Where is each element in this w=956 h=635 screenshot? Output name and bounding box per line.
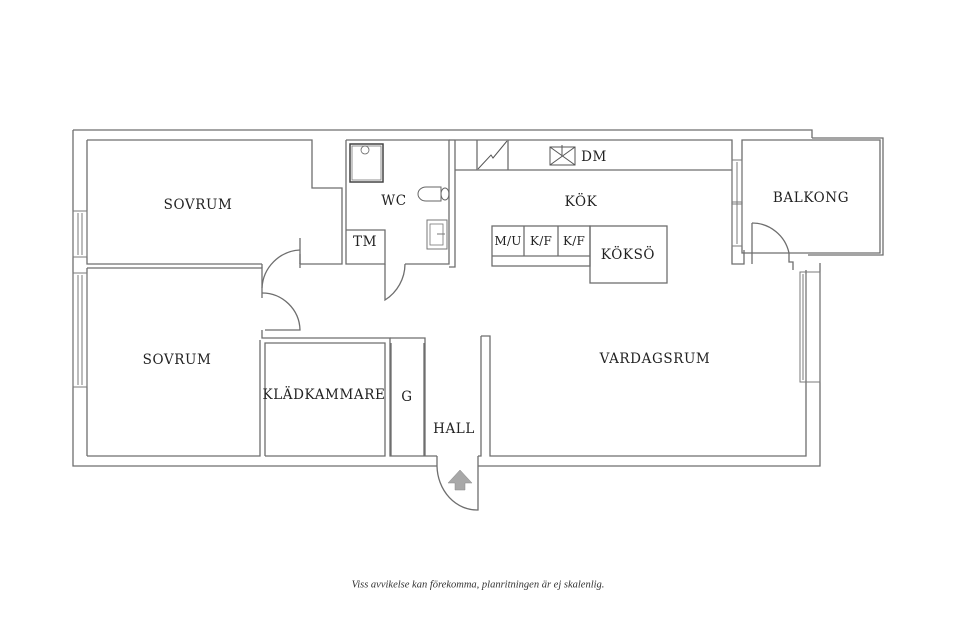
room-label-g: G bbox=[401, 389, 413, 405]
room-label-kokso: KÖKSÖ bbox=[600, 247, 656, 263]
room-label-tm: TM bbox=[352, 234, 378, 250]
kitchen-walls bbox=[449, 139, 745, 268]
electrical-panel-icon bbox=[549, 145, 576, 166]
entrance-door bbox=[436, 456, 479, 511]
shower-icon bbox=[349, 143, 384, 183]
room-label-hall: HALL bbox=[433, 421, 475, 437]
room-label-balkong: BALKONG bbox=[772, 190, 850, 206]
room-label-sovrum-top: SOVRUM bbox=[163, 197, 233, 213]
toilet-icon bbox=[417, 186, 450, 202]
room-label-dm: DM bbox=[581, 149, 607, 165]
disclaimer-text: Viss avvikelse kan förekomma, planritnin… bbox=[351, 579, 605, 591]
label-kf-2: K/F bbox=[563, 234, 585, 248]
label-kf-1: K/F bbox=[530, 234, 552, 248]
room-label-wc: WC bbox=[381, 193, 407, 209]
room-label-sovrum-bottom: SOVRUM bbox=[142, 352, 212, 368]
outer-walls bbox=[72, 129, 821, 467]
room-label-vardagsrum: VARDAGSRUM bbox=[599, 351, 711, 367]
room-label-kladkammare: KLÄDKAMMARE bbox=[262, 387, 386, 403]
kitchen-appliances bbox=[491, 225, 668, 284]
sovrum-bottom-door bbox=[261, 292, 301, 331]
label-mu: M/U bbox=[494, 234, 522, 248]
right-window bbox=[799, 271, 821, 383]
fan-icon bbox=[477, 140, 508, 170]
entrance-arrow-icon bbox=[447, 469, 473, 491]
wc-walls bbox=[345, 139, 455, 302]
sovrum-top-walls bbox=[261, 238, 301, 289]
balcony-walls bbox=[731, 137, 884, 270]
room-label-kok: KÖK bbox=[564, 194, 598, 210]
sink-icon bbox=[426, 219, 448, 250]
left-windows bbox=[72, 210, 88, 388]
